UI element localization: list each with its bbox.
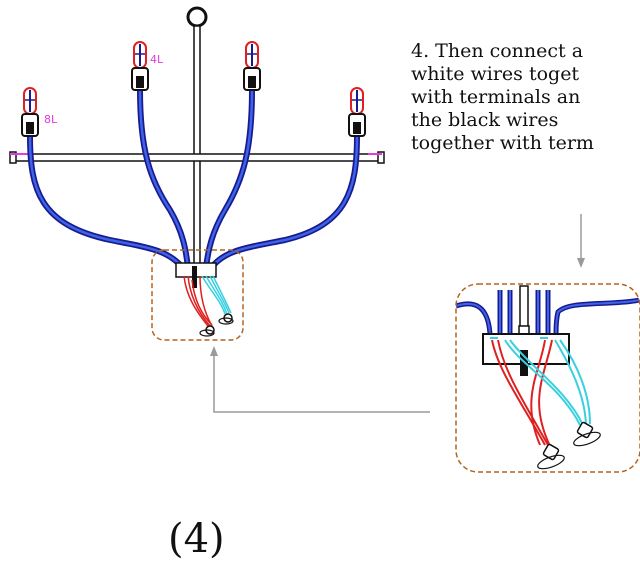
instruction-line: together with term xyxy=(411,132,594,154)
instruction-line: the black wires xyxy=(411,109,559,131)
highlight-box xyxy=(151,249,244,341)
step-number: (4) xyxy=(168,516,225,562)
wire-bundle xyxy=(27,89,360,270)
bulb-socket-icon xyxy=(131,41,149,91)
hook-ring-icon xyxy=(186,6,208,28)
instruction-line: with terminals an xyxy=(411,86,581,108)
instruction-text: 4. Then connect a white wires toget with… xyxy=(411,40,640,155)
terminal-connector-icon xyxy=(542,421,594,461)
chandelier-frame xyxy=(9,6,385,275)
callout-arrow xyxy=(213,352,430,413)
junction-box-icon xyxy=(175,262,234,337)
bulb-socket-icon xyxy=(243,41,261,91)
bulb-socket-icon xyxy=(21,87,39,137)
bulb-socket-icon xyxy=(348,87,366,137)
instruction-line: white wires toget xyxy=(411,63,580,85)
instruction-line: 4. Then connect a xyxy=(411,40,584,62)
arm-label-4l: 4L xyxy=(150,53,164,66)
zoom-inset xyxy=(455,283,640,473)
arm-label-8l: 8L xyxy=(44,113,58,126)
